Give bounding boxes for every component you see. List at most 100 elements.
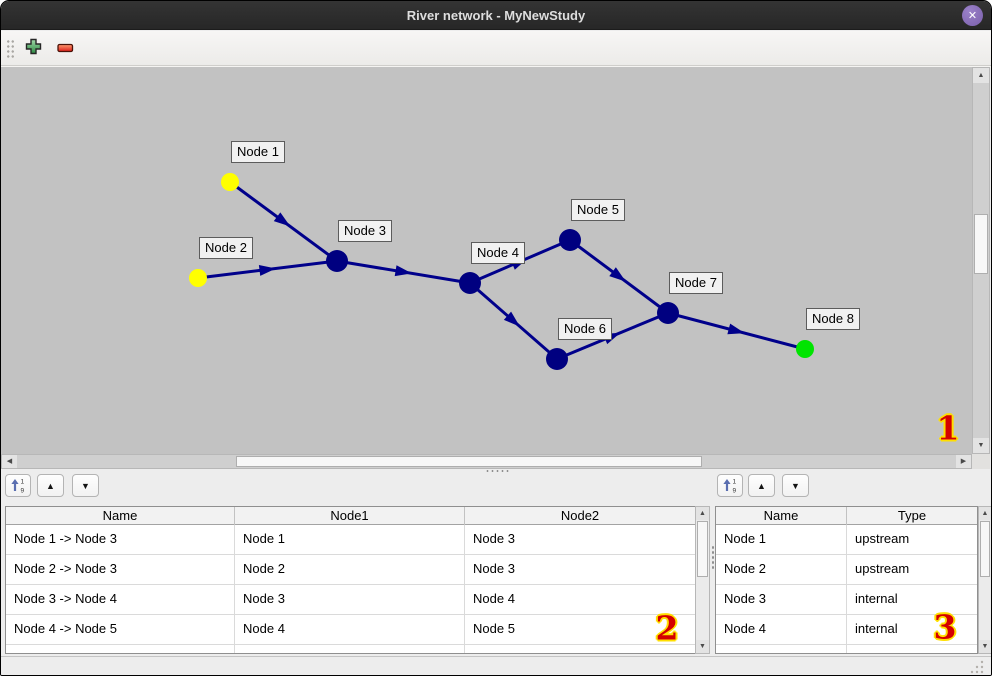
table-cell[interactable]: Node 3 bbox=[716, 585, 847, 614]
table-cell[interactable]: internal bbox=[847, 615, 977, 644]
table-cell[interactable]: Node 2 bbox=[716, 555, 847, 584]
table-cell[interactable]: internal bbox=[847, 585, 977, 614]
canvas-scroll-right-button[interactable]: ▶ bbox=[956, 455, 971, 468]
add-node-button[interactable] bbox=[21, 37, 45, 61]
table-cell[interactable]: Node 4 bbox=[235, 615, 465, 644]
annotation-number-3: 3 bbox=[933, 607, 957, 647]
close-button[interactable]: ✕ bbox=[962, 5, 983, 26]
table-cell[interactable]: Node 2 bbox=[235, 555, 465, 584]
nodes-table-scrollbar[interactable]: ▲ ▼ bbox=[978, 506, 991, 654]
nodes-scroll-thumb[interactable] bbox=[980, 521, 990, 577]
links-sort-button[interactable]: 1 9 bbox=[5, 474, 31, 497]
titlebar[interactable]: River network - MyNewStudy ✕ bbox=[1, 1, 991, 30]
table-cell[interactable]: Node 5 bbox=[465, 615, 695, 644]
canvas-scroll-down-button[interactable]: ▼ bbox=[973, 438, 989, 453]
triangle-up-icon: ▲ bbox=[46, 480, 55, 491]
table-row bbox=[716, 645, 977, 653]
table-row bbox=[6, 645, 695, 653]
graph-node-node5[interactable] bbox=[559, 229, 581, 251]
graph-node-node1[interactable] bbox=[221, 173, 239, 191]
graph-node-node6[interactable] bbox=[546, 348, 568, 370]
table-cell[interactable]: upstream bbox=[847, 525, 977, 554]
status-strip bbox=[1, 656, 991, 675]
resize-grip[interactable] bbox=[969, 659, 985, 674]
annotation-number-2: 2 bbox=[655, 608, 679, 648]
links-table-scrollbar[interactable]: ▲ ▼ bbox=[695, 506, 710, 654]
edge-arrowhead-icon bbox=[727, 323, 745, 335]
table-cell[interactable]: upstream bbox=[847, 555, 977, 584]
river-network-graph bbox=[189, 173, 814, 370]
canvas-horizontal-scrollbar[interactable]: ◀ ▶ bbox=[1, 454, 972, 469]
canvas-scroll-left-button[interactable]: ◀ bbox=[2, 455, 17, 468]
graph-node-node4[interactable] bbox=[459, 272, 481, 294]
column-header[interactable]: Node2 bbox=[465, 507, 695, 525]
triangle-down-icon: ▼ bbox=[791, 480, 800, 491]
node-label-node7: Node 7 bbox=[669, 272, 723, 294]
column-header[interactable]: Name bbox=[716, 507, 847, 525]
scroll-up-icon: ▲ bbox=[981, 510, 989, 517]
table-cell[interactable]: Node 2 -> Node 3 bbox=[6, 555, 235, 584]
scroll-down-icon: ▼ bbox=[977, 442, 985, 449]
canvas-vscroll-thumb[interactable] bbox=[974, 214, 988, 274]
table-cell[interactable]: Node 4 bbox=[716, 615, 847, 644]
links-scroll-thumb[interactable] bbox=[697, 521, 708, 577]
table-cell[interactable] bbox=[235, 645, 465, 653]
table-cell[interactable] bbox=[6, 645, 235, 653]
links-move-down-button[interactable]: ▼ bbox=[72, 474, 99, 497]
table-cell[interactable] bbox=[847, 645, 977, 653]
horizontal-splitter-handle[interactable] bbox=[485, 469, 511, 473]
table-cell[interactable]: Node 4 -> Node 5 bbox=[6, 615, 235, 644]
column-header[interactable]: Node1 bbox=[235, 507, 465, 525]
edge-arrowhead-icon bbox=[503, 311, 520, 327]
column-header[interactable]: Name bbox=[6, 507, 235, 525]
graph-node-node8[interactable] bbox=[796, 340, 814, 358]
graph-node-node3[interactable] bbox=[326, 250, 348, 272]
scroll-up-icon: ▲ bbox=[699, 510, 706, 517]
links-scroll-down-button[interactable]: ▼ bbox=[696, 640, 709, 653]
canvas-vertical-scrollbar[interactable]: ▲ ▼ bbox=[972, 67, 990, 454]
nodes-scroll-down-button[interactable]: ▼ bbox=[979, 640, 991, 653]
node-label-node3: Node 3 bbox=[338, 220, 392, 242]
main-toolbar bbox=[1, 31, 991, 68]
edge-arrowhead-icon bbox=[609, 267, 626, 282]
table-cell[interactable]: Node 3 bbox=[465, 555, 695, 584]
svg-text:1: 1 bbox=[21, 478, 25, 485]
scroll-left-icon: ◀ bbox=[6, 458, 13, 465]
table-cell[interactable]: Node 3 -> Node 4 bbox=[6, 585, 235, 614]
canvas-scroll-up-button[interactable]: ▲ bbox=[973, 68, 989, 83]
table-cell[interactable]: Node 3 bbox=[235, 585, 465, 614]
tables-splitter-handle[interactable] bbox=[711, 545, 715, 569]
remove-node-button[interactable] bbox=[53, 37, 77, 61]
node-label-node2: Node 2 bbox=[199, 237, 253, 259]
nodes-move-up-button[interactable]: ▲ bbox=[748, 474, 775, 497]
nodes-move-down-button[interactable]: ▼ bbox=[782, 474, 809, 497]
nodes-sort-button[interactable]: 1 9 bbox=[717, 474, 743, 497]
edge-arrowhead-icon bbox=[258, 265, 276, 276]
links-move-up-button[interactable]: ▲ bbox=[37, 474, 64, 497]
triangle-down-icon: ▼ bbox=[81, 480, 90, 491]
nodes-scroll-up-button[interactable]: ▲ bbox=[979, 507, 991, 520]
table-cell[interactable]: Node 1 bbox=[235, 525, 465, 554]
table-cell[interactable]: Node 1 bbox=[716, 525, 847, 554]
toolbar-grip[interactable] bbox=[6, 39, 15, 59]
table-cell[interactable]: Node 3 bbox=[465, 525, 695, 554]
node-label-node1: Node 1 bbox=[231, 141, 285, 163]
table-cell[interactable]: Node 1 -> Node 3 bbox=[6, 525, 235, 554]
node-label-node8: Node 8 bbox=[806, 308, 860, 330]
close-icon: ✕ bbox=[967, 10, 978, 22]
graph-node-node2[interactable] bbox=[189, 269, 207, 287]
edge-arrowhead-icon bbox=[273, 212, 291, 227]
table-cell[interactable]: Node 4 bbox=[465, 585, 695, 614]
table-cell[interactable] bbox=[716, 645, 847, 653]
graph-node-node7[interactable] bbox=[657, 302, 679, 324]
scroll-up-icon: ▲ bbox=[977, 72, 985, 79]
column-header[interactable]: Type bbox=[847, 507, 977, 525]
canvas-hscroll-thumb[interactable] bbox=[236, 456, 702, 467]
links-scroll-up-button[interactable]: ▲ bbox=[696, 507, 709, 520]
svg-text:1: 1 bbox=[733, 478, 737, 485]
